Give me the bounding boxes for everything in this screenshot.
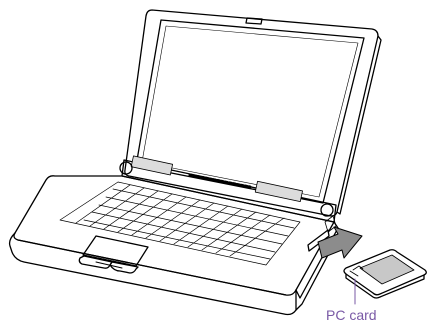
- laptop-screen: [136, 20, 364, 203]
- pc-card: [344, 250, 426, 298]
- pc-card-label: PC card: [326, 307, 377, 323]
- insertion-arrow: [318, 227, 362, 258]
- keyboard: [60, 182, 300, 265]
